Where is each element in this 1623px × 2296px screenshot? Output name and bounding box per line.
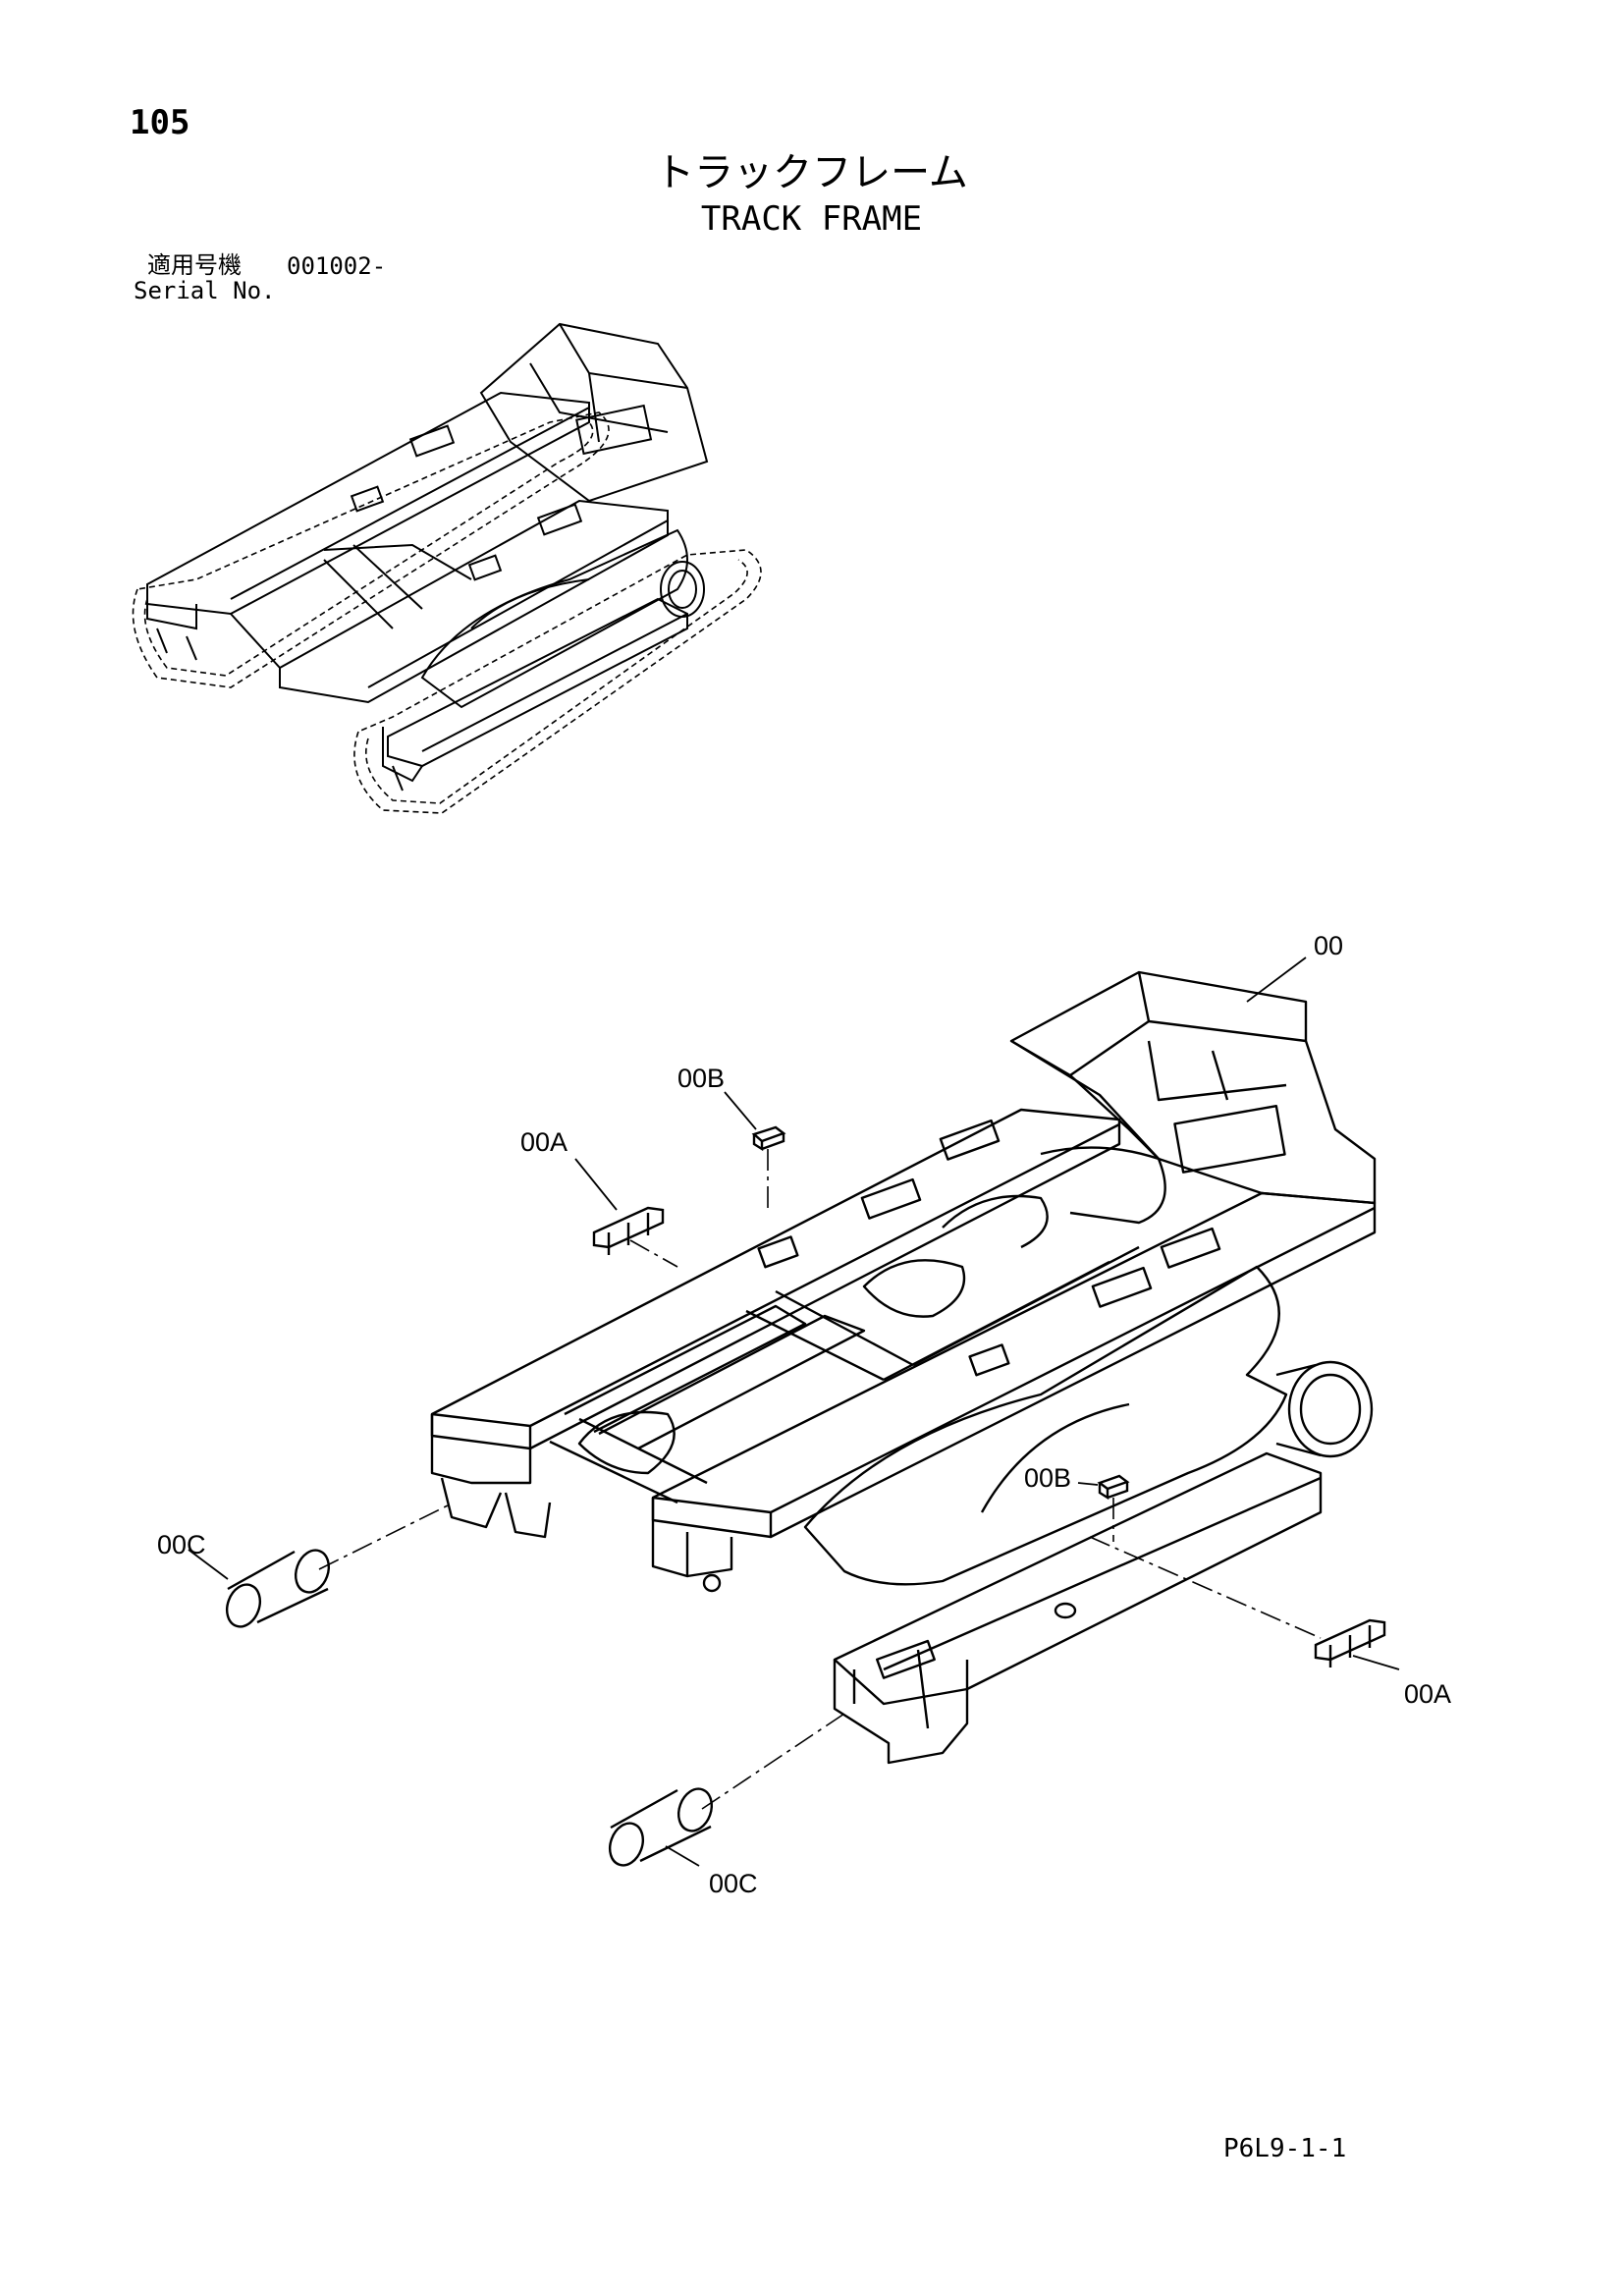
page-title-japanese: トラックフレーム xyxy=(655,150,968,195)
main-pad-2 xyxy=(939,1119,1001,1161)
serial-label-japanese: 適用号機 xyxy=(147,251,242,279)
callout-pin-left: 00C xyxy=(157,1530,206,1559)
overview-track-outline xyxy=(132,411,762,814)
page-title-english: TRACK FRAME xyxy=(700,199,923,239)
assembly-lines xyxy=(318,1149,1322,1810)
overview-rear-box xyxy=(479,322,709,503)
main-idler-ring xyxy=(1287,1360,1374,1458)
serial-label-english: Serial No. xyxy=(134,277,276,304)
main-track-frame xyxy=(430,970,1377,1765)
main-pad-3 xyxy=(1091,1266,1153,1308)
main-front-end-upper xyxy=(430,1414,532,1485)
part-pin-bottom xyxy=(608,1787,714,1867)
main-rear-tower xyxy=(1009,970,1377,1205)
callout-plate-top: 00B xyxy=(677,1064,726,1093)
overview-lower-body xyxy=(420,528,688,709)
main-rail-back xyxy=(430,1108,1121,1450)
main-inner-hopper-2 xyxy=(862,1259,966,1318)
part-bracket-right xyxy=(1314,1618,1386,1667)
main-inner-hopper-1 xyxy=(577,1410,676,1475)
overview-track-beam xyxy=(387,597,688,768)
main-cross-member-2 xyxy=(745,1289,914,1382)
overview-rail-front xyxy=(279,499,669,704)
callout-frame: 00 xyxy=(1314,931,1344,960)
main-pad-1 xyxy=(860,1177,922,1220)
overview-drawing xyxy=(132,322,762,814)
part-bracket-left xyxy=(592,1206,665,1255)
serial-number-value: 001002- xyxy=(287,252,387,280)
main-inner-hopper-3 xyxy=(942,1194,1049,1249)
callout-bracket-right: 00A xyxy=(1404,1679,1452,1709)
callout-bracket-left: 00A xyxy=(520,1127,568,1157)
overview-front-end-upper xyxy=(146,589,197,661)
part-pin-left xyxy=(225,1549,331,1628)
callout-pin-bottom: 00C xyxy=(709,1869,758,1898)
main-pad-4 xyxy=(1160,1227,1221,1269)
main-front-yoke xyxy=(833,1660,969,1765)
main-track-beam xyxy=(833,1451,1323,1706)
main-front-end-lower xyxy=(651,1498,689,1578)
callout-plate-mid: 00B xyxy=(1024,1463,1072,1493)
overview-idler xyxy=(660,561,705,618)
main-lower-body xyxy=(803,1265,1288,1586)
page-code: P6L9-1-1 xyxy=(1223,2134,1347,2163)
overview-cross-member xyxy=(230,543,472,669)
part-plate-mid xyxy=(1097,1474,1130,1501)
page-number: 105 xyxy=(130,103,190,142)
overview-front-end-lower xyxy=(382,727,423,792)
part-plate-top xyxy=(751,1125,786,1152)
main-cross-member-1 xyxy=(549,1417,708,1504)
leader-lines xyxy=(188,957,1400,1867)
